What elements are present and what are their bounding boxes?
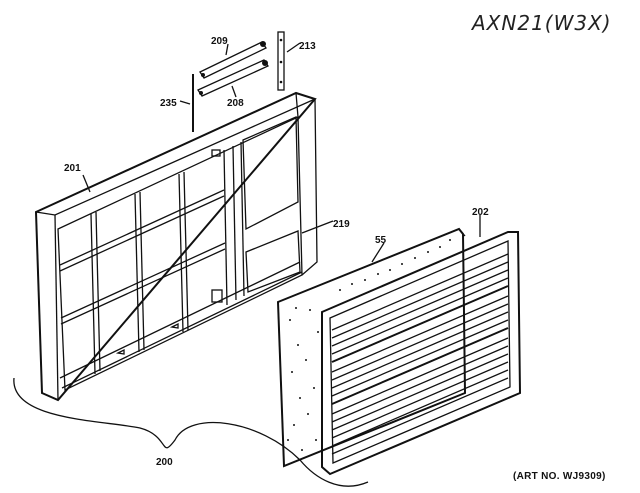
leader-lines [82, 42, 481, 263]
label-55: 55 [375, 235, 387, 246]
label-235: 235 [160, 98, 177, 109]
label-202: 202 [472, 207, 489, 218]
label-201: 201 [64, 163, 81, 174]
part-208-bar [197, 59, 269, 97]
label-209: 209 [211, 36, 228, 47]
part-209-bar [199, 41, 267, 79]
handwritten-model-note: AXN21(W3X) [470, 11, 612, 35]
grille-202 [321, 231, 522, 476]
filter-55 [276, 227, 467, 468]
part-213-strip [277, 31, 285, 91]
assembly-callout-curve [13, 377, 369, 487]
art-number: (ART NO. WJ9309) [513, 471, 606, 482]
label-208: 208 [227, 98, 244, 109]
label-219: 219 [333, 219, 350, 230]
label-213: 213 [299, 41, 316, 52]
front-frame-201 [34, 91, 318, 402]
label-200: 200 [156, 457, 173, 468]
grille-louvers [331, 253, 509, 455]
